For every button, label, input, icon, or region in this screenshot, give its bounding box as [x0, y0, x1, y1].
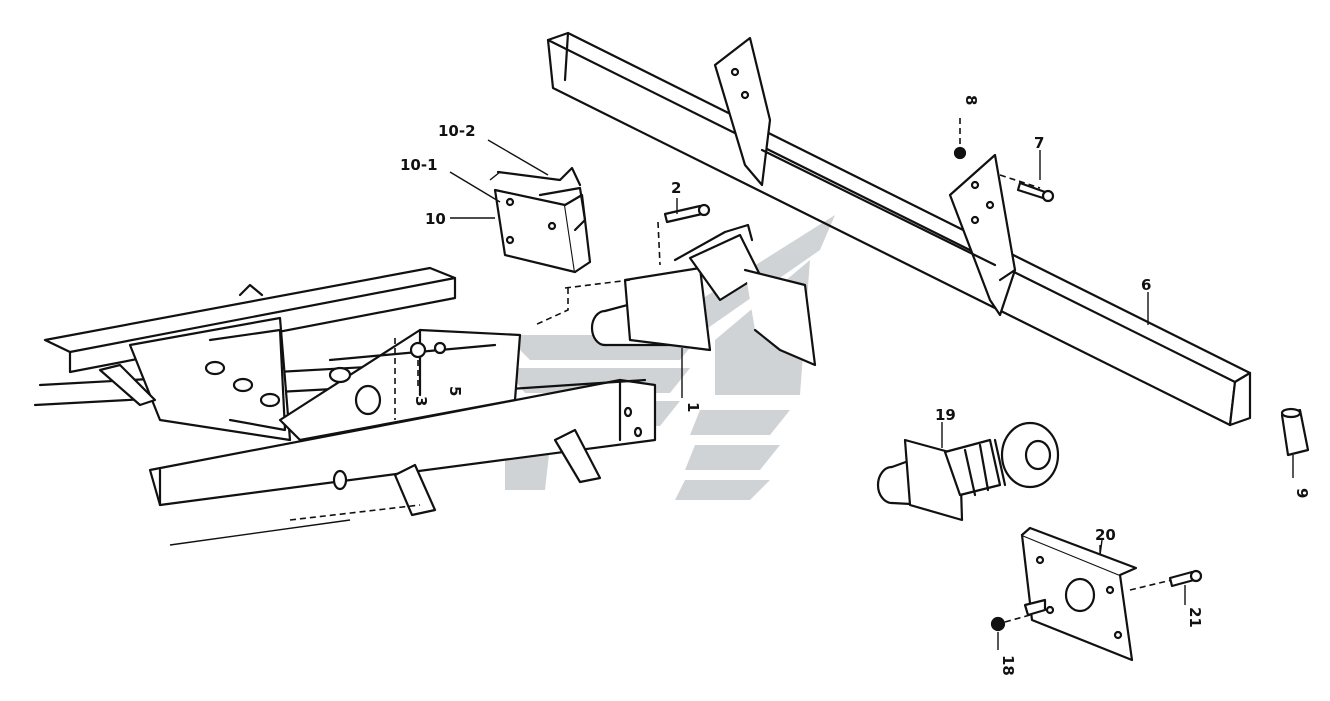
part-2-bolt	[663, 203, 711, 224]
label-10: 10	[425, 210, 446, 228]
part-6-crossbeam	[546, 31, 1252, 427]
label-5: 5	[446, 386, 464, 396]
label-19: 19	[935, 406, 956, 424]
label-8: 8	[962, 95, 980, 105]
part-7-bolt	[999, 174, 1055, 203]
label-9: 9	[1293, 488, 1311, 498]
label-1: 1	[684, 402, 702, 412]
label-10-1: 10-1	[400, 156, 438, 174]
part-10-bracket	[489, 166, 592, 274]
part-8-nut	[953, 118, 967, 160]
label-18: 18	[999, 655, 1017, 676]
label-3: 3	[412, 396, 430, 406]
part-18-nut	[990, 614, 1031, 650]
label-7: 7	[1034, 134, 1044, 152]
part-19-coupling	[876, 421, 1060, 522]
label-2: 2	[671, 179, 681, 197]
part-9-bushing	[1280, 407, 1310, 478]
part-20-mounting-plate	[1020, 526, 1138, 662]
label-20: 20	[1095, 526, 1116, 544]
label-10-2: 10-2	[438, 122, 476, 140]
chassis-frame	[33, 266, 657, 546]
label-6: 6	[1141, 276, 1151, 294]
part-21-bolt	[1129, 569, 1203, 605]
part-1-hitch-coupling	[534, 221, 817, 398]
leader-lines	[449, 139, 1149, 556]
label-21: 21	[1186, 607, 1204, 628]
part-labels: 10-2 10-1 10 2 8 7 6 9 19 20 21 18 1 3 5	[400, 95, 1311, 676]
